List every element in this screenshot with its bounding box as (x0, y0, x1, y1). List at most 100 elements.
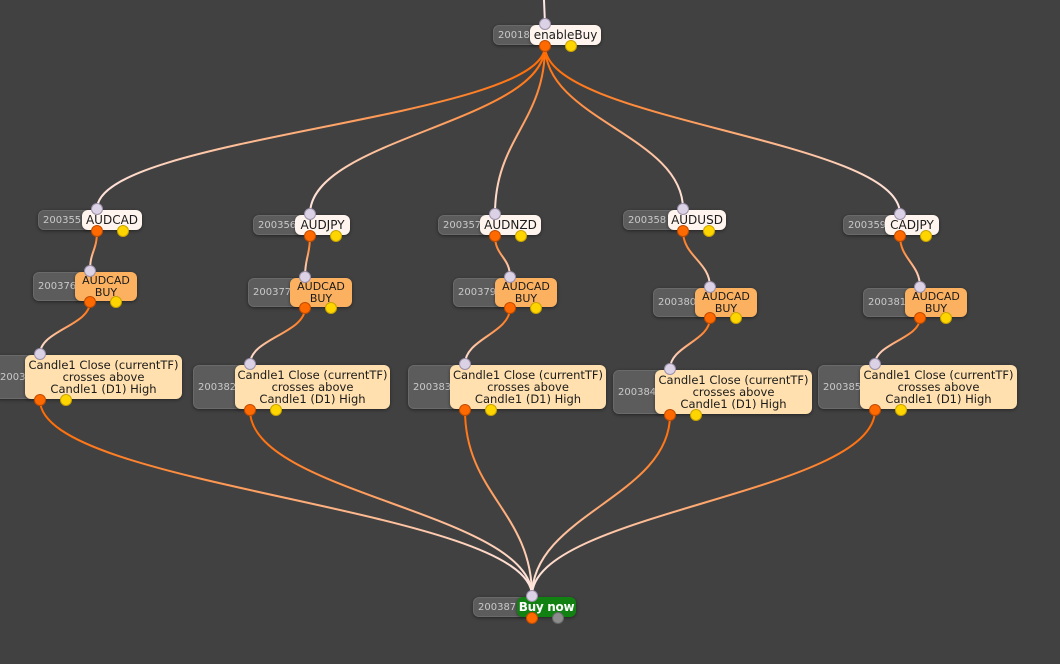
aux-port-icon[interactable] (515, 230, 527, 242)
output-port-icon[interactable] (869, 404, 881, 416)
input-port-icon[interactable] (526, 590, 538, 602)
aux-port-icon[interactable] (530, 302, 542, 314)
node-label-box[interactable]: AUDUSD (668, 210, 726, 230)
input-port-icon[interactable] (84, 265, 96, 277)
input-port-icon[interactable] (894, 208, 906, 220)
input-port-icon[interactable] (704, 281, 716, 293)
aux-port-icon[interactable] (270, 404, 282, 416)
connection-wire[interactable] (96, 45, 546, 210)
output-port-icon[interactable] (526, 612, 538, 624)
aux-port-icon[interactable] (565, 40, 577, 52)
connection-wire[interactable] (494, 45, 546, 215)
output-port-icon[interactable] (84, 296, 96, 308)
connection-wire[interactable] (249, 307, 306, 365)
output-port-icon[interactable] (299, 302, 311, 314)
output-port-icon[interactable] (504, 302, 516, 314)
aux-port-icon[interactable] (110, 296, 122, 308)
connection-wire[interactable] (544, 45, 901, 215)
aux-port-icon[interactable] (330, 230, 342, 242)
connection-wire[interactable] (874, 317, 921, 365)
connection-wire[interactable] (39, 301, 91, 355)
connection-wire[interactable] (669, 317, 711, 370)
connection-wire[interactable] (899, 235, 921, 288)
output-port-icon[interactable] (914, 312, 926, 324)
input-port-icon[interactable] (304, 208, 316, 220)
connection-wire[interactable] (682, 230, 711, 288)
node-id-label: 200358 (628, 214, 667, 226)
node-label-line: AUDCAD (297, 279, 345, 293)
output-port-icon[interactable] (304, 230, 316, 242)
output-port-icon[interactable] (539, 40, 551, 52)
output-port-icon[interactable] (704, 312, 716, 324)
node-label-box[interactable]: AUDJPY (295, 215, 350, 235)
input-port-icon[interactable] (869, 358, 881, 370)
input-port-icon[interactable] (34, 348, 46, 360)
output-port-icon[interactable] (34, 394, 46, 406)
aux-port-icon[interactable] (690, 409, 702, 421)
aux-port-icon[interactable] (940, 312, 952, 324)
connection-wire[interactable] (544, 45, 684, 210)
aux-port-icon[interactable] (552, 612, 564, 624)
connection-wire[interactable] (464, 409, 533, 597)
input-port-icon[interactable] (504, 271, 516, 283)
aux-port-icon[interactable] (325, 302, 337, 314)
output-port-icon[interactable] (677, 225, 689, 237)
input-port-icon[interactable] (489, 208, 501, 220)
connection-wire[interactable] (249, 409, 533, 597)
aux-port-icon[interactable] (730, 312, 742, 324)
connection-wire[interactable] (39, 399, 533, 597)
aux-port-icon[interactable] (60, 394, 72, 406)
aux-port-icon[interactable] (920, 230, 932, 242)
connection-wire[interactable] (531, 414, 671, 597)
aux-port-icon[interactable] (895, 404, 907, 416)
output-port-icon[interactable] (664, 409, 676, 421)
connection-wire[interactable] (309, 45, 546, 215)
input-port-icon[interactable] (299, 271, 311, 283)
input-port-icon[interactable] (664, 363, 676, 375)
output-port-icon[interactable] (244, 404, 256, 416)
output-port-icon[interactable] (894, 230, 906, 242)
input-port-icon[interactable] (914, 281, 926, 293)
aux-port-icon[interactable] (703, 225, 715, 237)
aux-port-icon[interactable] (117, 225, 129, 237)
input-port-icon[interactable] (91, 203, 103, 215)
aux-port-icon[interactable] (485, 404, 497, 416)
output-port-icon[interactable] (489, 230, 501, 242)
output-port-icon[interactable] (459, 404, 471, 416)
input-port-icon[interactable] (459, 358, 471, 370)
input-port-icon[interactable] (539, 18, 551, 30)
input-port-icon[interactable] (244, 358, 256, 370)
connection-wire[interactable] (531, 409, 876, 597)
input-port-icon[interactable] (677, 203, 689, 215)
connection-wire[interactable] (464, 307, 511, 365)
output-port-icon[interactable] (91, 225, 103, 237)
